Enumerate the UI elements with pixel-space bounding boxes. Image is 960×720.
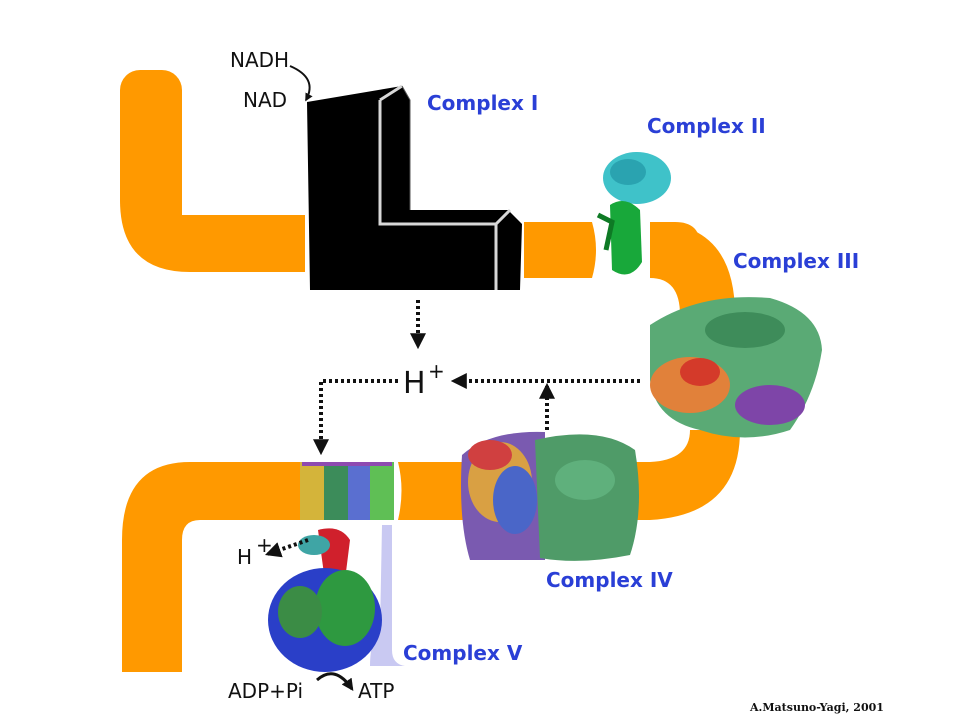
adp-to-atp-arrow	[316, 672, 354, 691]
nad-label: NAD	[243, 88, 287, 112]
complex-iii-structure	[650, 297, 822, 438]
complex-ii-structure	[596, 152, 671, 275]
credit-text: A.Matsuno-Yagi, 2001	[749, 701, 884, 714]
proton-flow-arrows	[264, 300, 640, 558]
proton-out-charge: +	[256, 533, 273, 557]
proton-pool-label: H +	[403, 359, 445, 401]
membrane	[120, 70, 740, 672]
nadh-label: NADH	[230, 48, 289, 72]
arrow-proton-to-complex-v	[313, 379, 398, 456]
complex-iv-structure	[461, 431, 639, 561]
complex-v-label: Complex V	[403, 641, 523, 665]
complex-iii-label: Complex III	[733, 249, 859, 273]
complex-v-structure	[268, 462, 405, 672]
proton-out-label: H +	[237, 533, 273, 569]
complex-iv-label: Complex IV	[546, 568, 673, 592]
complex-ii-label: Complex II	[647, 114, 766, 138]
proton-symbol: H	[403, 366, 426, 401]
nadh-to-nad-arrow	[289, 65, 313, 102]
complex-i-shape	[307, 84, 522, 290]
proton-out-symbol: H	[237, 545, 252, 569]
arrow-complex-v-proton-out	[264, 538, 309, 558]
adp-label: ADP+Pi	[228, 679, 303, 703]
atp-label: ATP	[358, 679, 394, 703]
complex-i-label: Complex I	[427, 91, 538, 115]
proton-charge: +	[428, 359, 445, 383]
